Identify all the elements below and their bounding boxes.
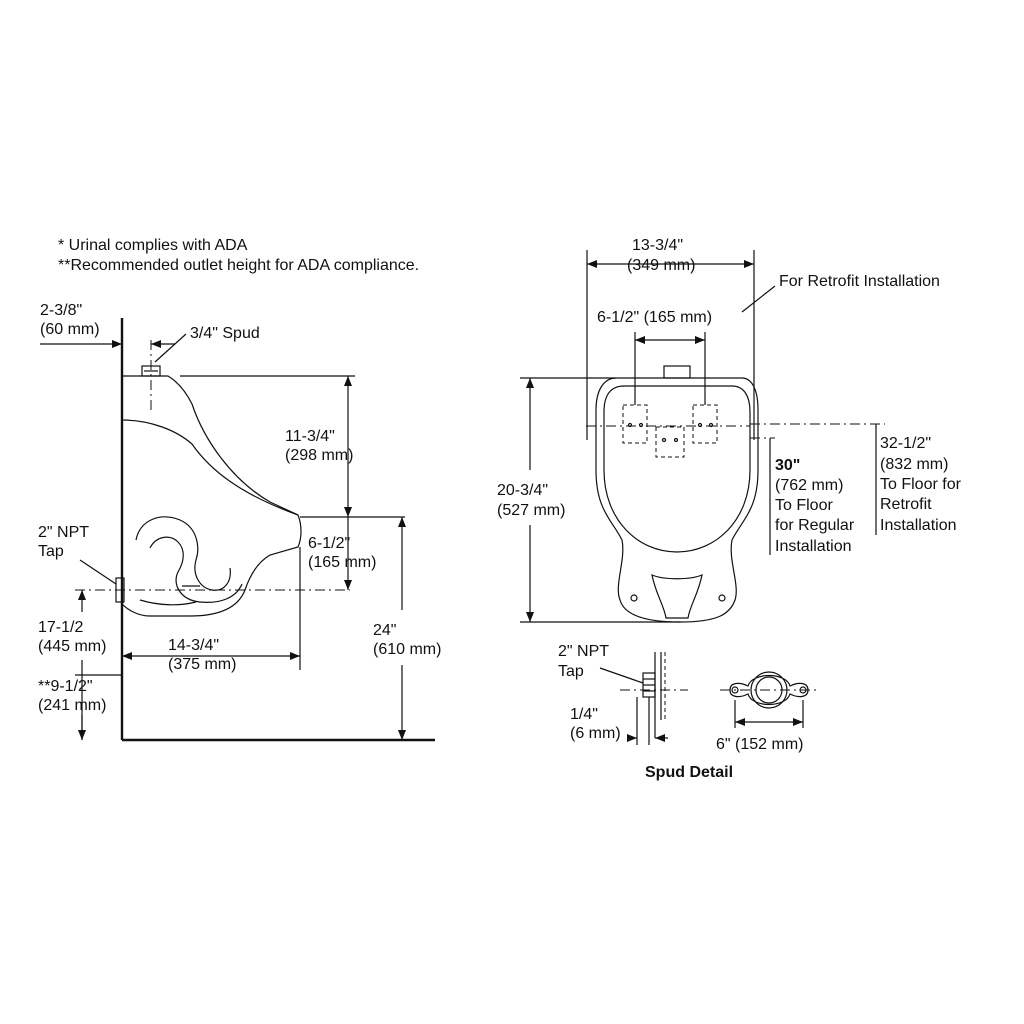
outlet-height-in: 17-1/2 [38,619,83,636]
outlet-funnel [651,574,703,619]
lip-to-outlet-in: 6-1/2" [308,535,350,552]
regular-line3: To Floor [775,497,833,514]
trap-outline [135,516,231,591]
ada-outlet-mm: (241 mm) [38,697,106,714]
projection-mm: (375 mm) [168,656,236,673]
top-to-lip-in: 11-3/4" [285,428,335,445]
front-spud [663,365,691,379]
front-height-in: 20-3/4" [497,482,548,499]
side-view: 2-3/8" (60 mm) 3/4" Spud 11-3/4" (298 mm… [38,302,441,742]
wall-offset-in: 2-3/8" [40,302,82,319]
regular-in: 30" [775,457,800,474]
bolt-spacing: 6-1/2" (165 mm) [597,309,712,326]
lip-to-outlet-mm: (165 mm) [308,554,376,571]
wall-offset-mm: (60 mm) [40,321,100,338]
bolt-hole-right [718,594,726,602]
spud-width: 6" (152 mm) [716,736,803,753]
front-width-in: 13-3/4" [632,237,683,254]
spud-detail: 2" NPT Tap 1/4" (6 mm) 6" (152 mm) Spud … [558,643,818,781]
urinal-front-bowl [603,385,751,553]
spud-npt-tap-line1: 2" NPT [558,643,609,660]
urinal-front-body [595,377,759,623]
side-npt-tap-line1: 2" NPT [38,524,89,541]
regular-mm: (762 mm) [775,477,843,494]
lip-height-in: 24" [373,622,396,639]
regular-line5: Installation [775,538,852,555]
retrofit-mm: (832 mm) [880,456,948,473]
urinal-side-inner [121,419,299,516]
retrofit-line5: Installation [880,517,957,534]
side-npt-tap-line2: Tap [38,543,64,560]
retrofit-line3: To Floor for [880,476,962,493]
lip-height-mm: (610 mm) [373,641,441,658]
spud-label: 3/4" Spud [190,325,260,342]
front-view: 13-3/4" (349 mm) For Retrofit Installati… [497,237,962,623]
retrofit-line4: Retrofit [880,496,932,513]
ada-outlet-in: **9-1/2" [38,678,93,695]
spud-detail-title: Spud Detail [645,764,733,781]
top-to-lip-mm: (298 mm) [285,447,353,464]
retrofit-in: 32-1/2" [880,435,931,452]
front-width-mm: (349 mm) [627,257,695,274]
spud-offset-in: 1/4" [570,706,598,723]
outlet-height-mm: (445 mm) [38,638,106,655]
ada-note: * Urinal complies with ADA [58,237,248,254]
ada-outlet-note: **Recommended outlet height for ADA comp… [58,257,419,274]
urinal-side-body [121,375,302,617]
retrofit-label: For Retrofit Installation [779,273,940,290]
spud-npt-tap-line2: Tap [558,663,584,680]
front-height-mm: (527 mm) [497,502,565,519]
spud-offset-mm: (6 mm) [570,725,621,742]
bolt-hole-left [630,594,638,602]
regular-line4: for Regular [775,517,855,534]
projection-in: 14-3/4" [168,637,219,654]
